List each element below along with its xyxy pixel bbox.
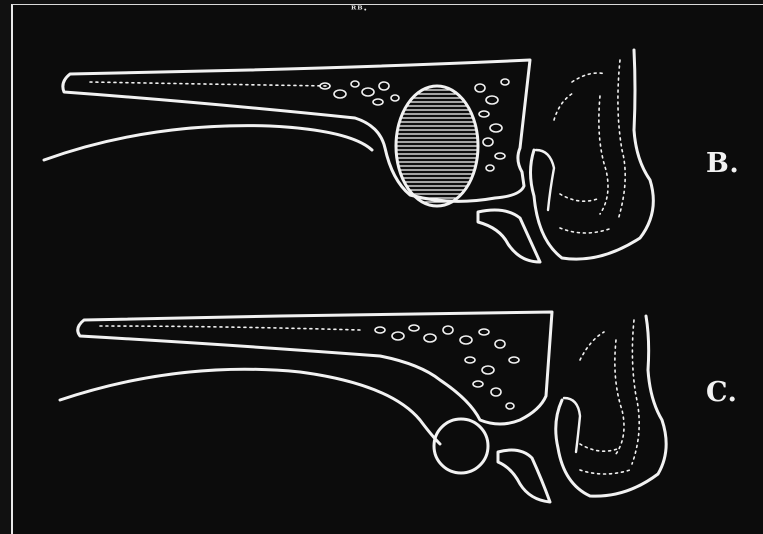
figure-c-sphere xyxy=(434,419,488,473)
figure-c-hook xyxy=(498,450,550,502)
figure-b-ovoid xyxy=(396,86,478,206)
figure-c-divider xyxy=(564,398,580,452)
figure-b-hook xyxy=(478,210,540,262)
figure-c-right-chamber xyxy=(556,316,666,496)
figure-c-lower-curve xyxy=(60,369,440,444)
figure-c-granules xyxy=(375,325,519,409)
figure-b-label: B. xyxy=(706,148,739,179)
figure-b-lower-curve xyxy=(44,126,372,160)
figure-b-drawing xyxy=(44,50,653,262)
figure-c-drawing xyxy=(60,312,666,502)
figure-b-divider xyxy=(536,150,554,210)
figure-c-label: C. xyxy=(706,377,737,408)
